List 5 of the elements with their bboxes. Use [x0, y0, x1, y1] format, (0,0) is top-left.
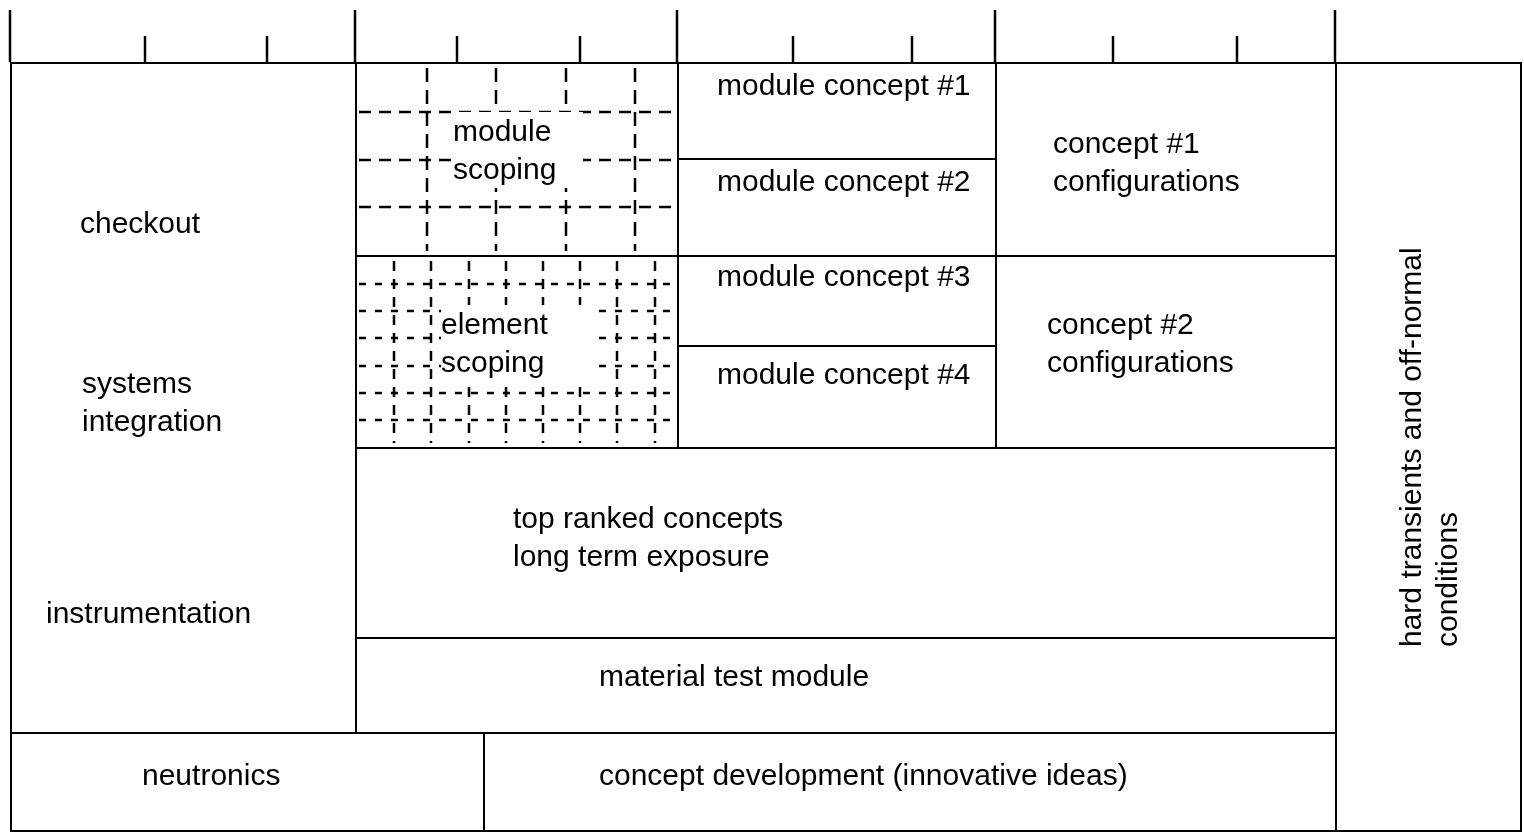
cell-label: module scoping — [453, 112, 583, 188]
table-cell — [1335, 62, 1522, 832]
table-cell — [10, 62, 357, 734]
table-cell — [10, 732, 485, 832]
cell-label: element scoping — [441, 305, 591, 381]
